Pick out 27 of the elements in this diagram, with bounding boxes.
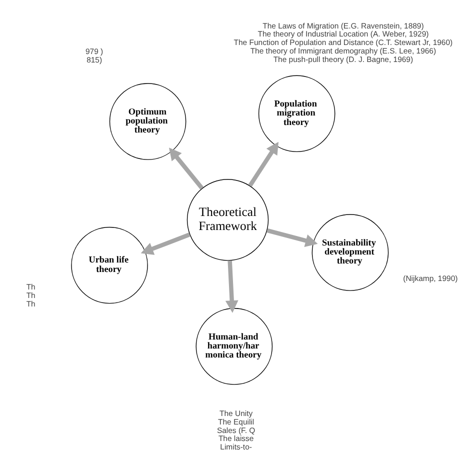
node-label: Th xyxy=(26,282,35,292)
node-circle: Sustainability development theory xyxy=(311,214,388,291)
node-circle: Urban life theory xyxy=(70,226,148,304)
node-circle: Population migration theory xyxy=(258,75,335,152)
node-label: The theory of Immigrant demography (E.S. Lee, 1966) xyxy=(250,46,436,56)
node-circle: Optimum population theory xyxy=(108,83,186,160)
node-circle: Theoretical Framework xyxy=(186,179,268,261)
node-label: The laisse xyxy=(218,434,254,444)
node-label: The Equilil xyxy=(218,417,254,426)
node-label: Th xyxy=(26,290,35,300)
arrow xyxy=(224,260,238,313)
node-label: 979 ) xyxy=(85,46,103,56)
node-label: Th xyxy=(26,299,35,308)
node-circle: Human-land harmony/har monica theory xyxy=(195,308,272,385)
node-label: (Nijkamp, 1990) xyxy=(402,274,458,283)
node-label: The push-pull theory (D. J. Bagne, 1969) xyxy=(272,55,413,64)
node-label: The Laws of Migration (E.G. Ravenstein, 1889) xyxy=(262,21,424,30)
arrow xyxy=(266,228,318,247)
node-label: The Unity xyxy=(219,408,252,418)
arrow xyxy=(140,232,190,255)
arrow xyxy=(168,148,204,190)
node-label: The theory of Industrial Location (A. Weber, 1929) xyxy=(257,30,428,39)
node-label: Limits-to- xyxy=(220,442,252,452)
node-label: Sales (F. Q xyxy=(216,426,255,435)
node-label: The Function of Population and Distance (C.T. Stewart Jr, 1960) xyxy=(233,38,452,48)
arrow xyxy=(248,142,278,187)
node-label: 815) xyxy=(86,55,102,64)
